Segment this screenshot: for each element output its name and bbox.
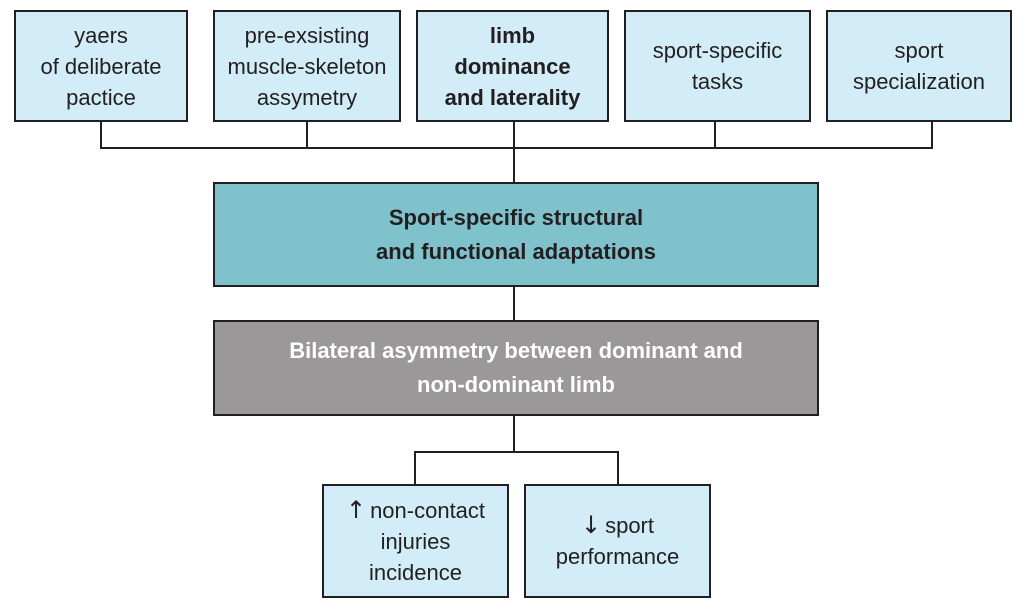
factor-line: assymetry — [256, 84, 358, 110]
factor-line: dominance — [454, 53, 571, 79]
factor-line: tasks — [691, 69, 744, 94]
outcome-text: sport — [605, 513, 654, 538]
factor-sport-specific-tasks: sport-specific tasks — [624, 10, 811, 122]
factor-line: of deliberate — [40, 53, 162, 79]
asymmetry-line-1: Bilateral asymmetry between dominant and — [289, 338, 743, 363]
factor-limb-dominance: limb dominance and laterality — [416, 10, 609, 122]
asymmetry-line-2: non-dominant limb — [417, 372, 615, 397]
factor-line: sport — [894, 38, 944, 63]
outcome-injuries-line-2: injuries — [380, 528, 451, 554]
factor-line: pre-exsisting — [244, 22, 370, 48]
outcome-injuries-box: ↑non-contact injuries incidence — [322, 484, 509, 598]
outcome-performance-box: ↓sport performance — [524, 484, 711, 598]
adaptations-line-2: and functional adaptations — [376, 238, 656, 264]
factor-sport-specialization: sport specialization — [826, 10, 1012, 122]
up-arrow-icon: ↑ — [345, 495, 367, 524]
factor-pre-existing-asymmetry: pre-exsisting muscle-skeleton assymetry — [213, 10, 401, 122]
factor-line: yaers — [74, 22, 128, 48]
outcome-injuries-line-3: incidence — [369, 559, 462, 585]
factor-line: pactice — [66, 84, 136, 110]
factor-line: muscle-skeleton — [227, 53, 387, 79]
down-arrow-icon: ↓ — [580, 511, 602, 539]
outcome-performance-line-1: ↓sport — [556, 510, 680, 541]
outcome-performance-line-2: performance — [555, 544, 680, 569]
outcome-text: non-contact — [370, 497, 486, 523]
factor-line: and laterality — [444, 84, 581, 110]
adaptations-line-1: Sport-specific structural — [388, 204, 644, 230]
adaptations-box: Sport-specific structural and functional… — [213, 182, 819, 287]
factor-line: sport-specific — [652, 38, 783, 63]
factor-line: specialization — [852, 69, 986, 94]
asymmetry-box: Bilateral asymmetry between dominant and… — [213, 320, 819, 416]
outcome-injuries-line-1: ↑non-contact — [346, 495, 485, 526]
factor-years-of-practice: yaers of deliberate pactice — [14, 10, 188, 122]
factor-line: limb — [489, 22, 536, 48]
